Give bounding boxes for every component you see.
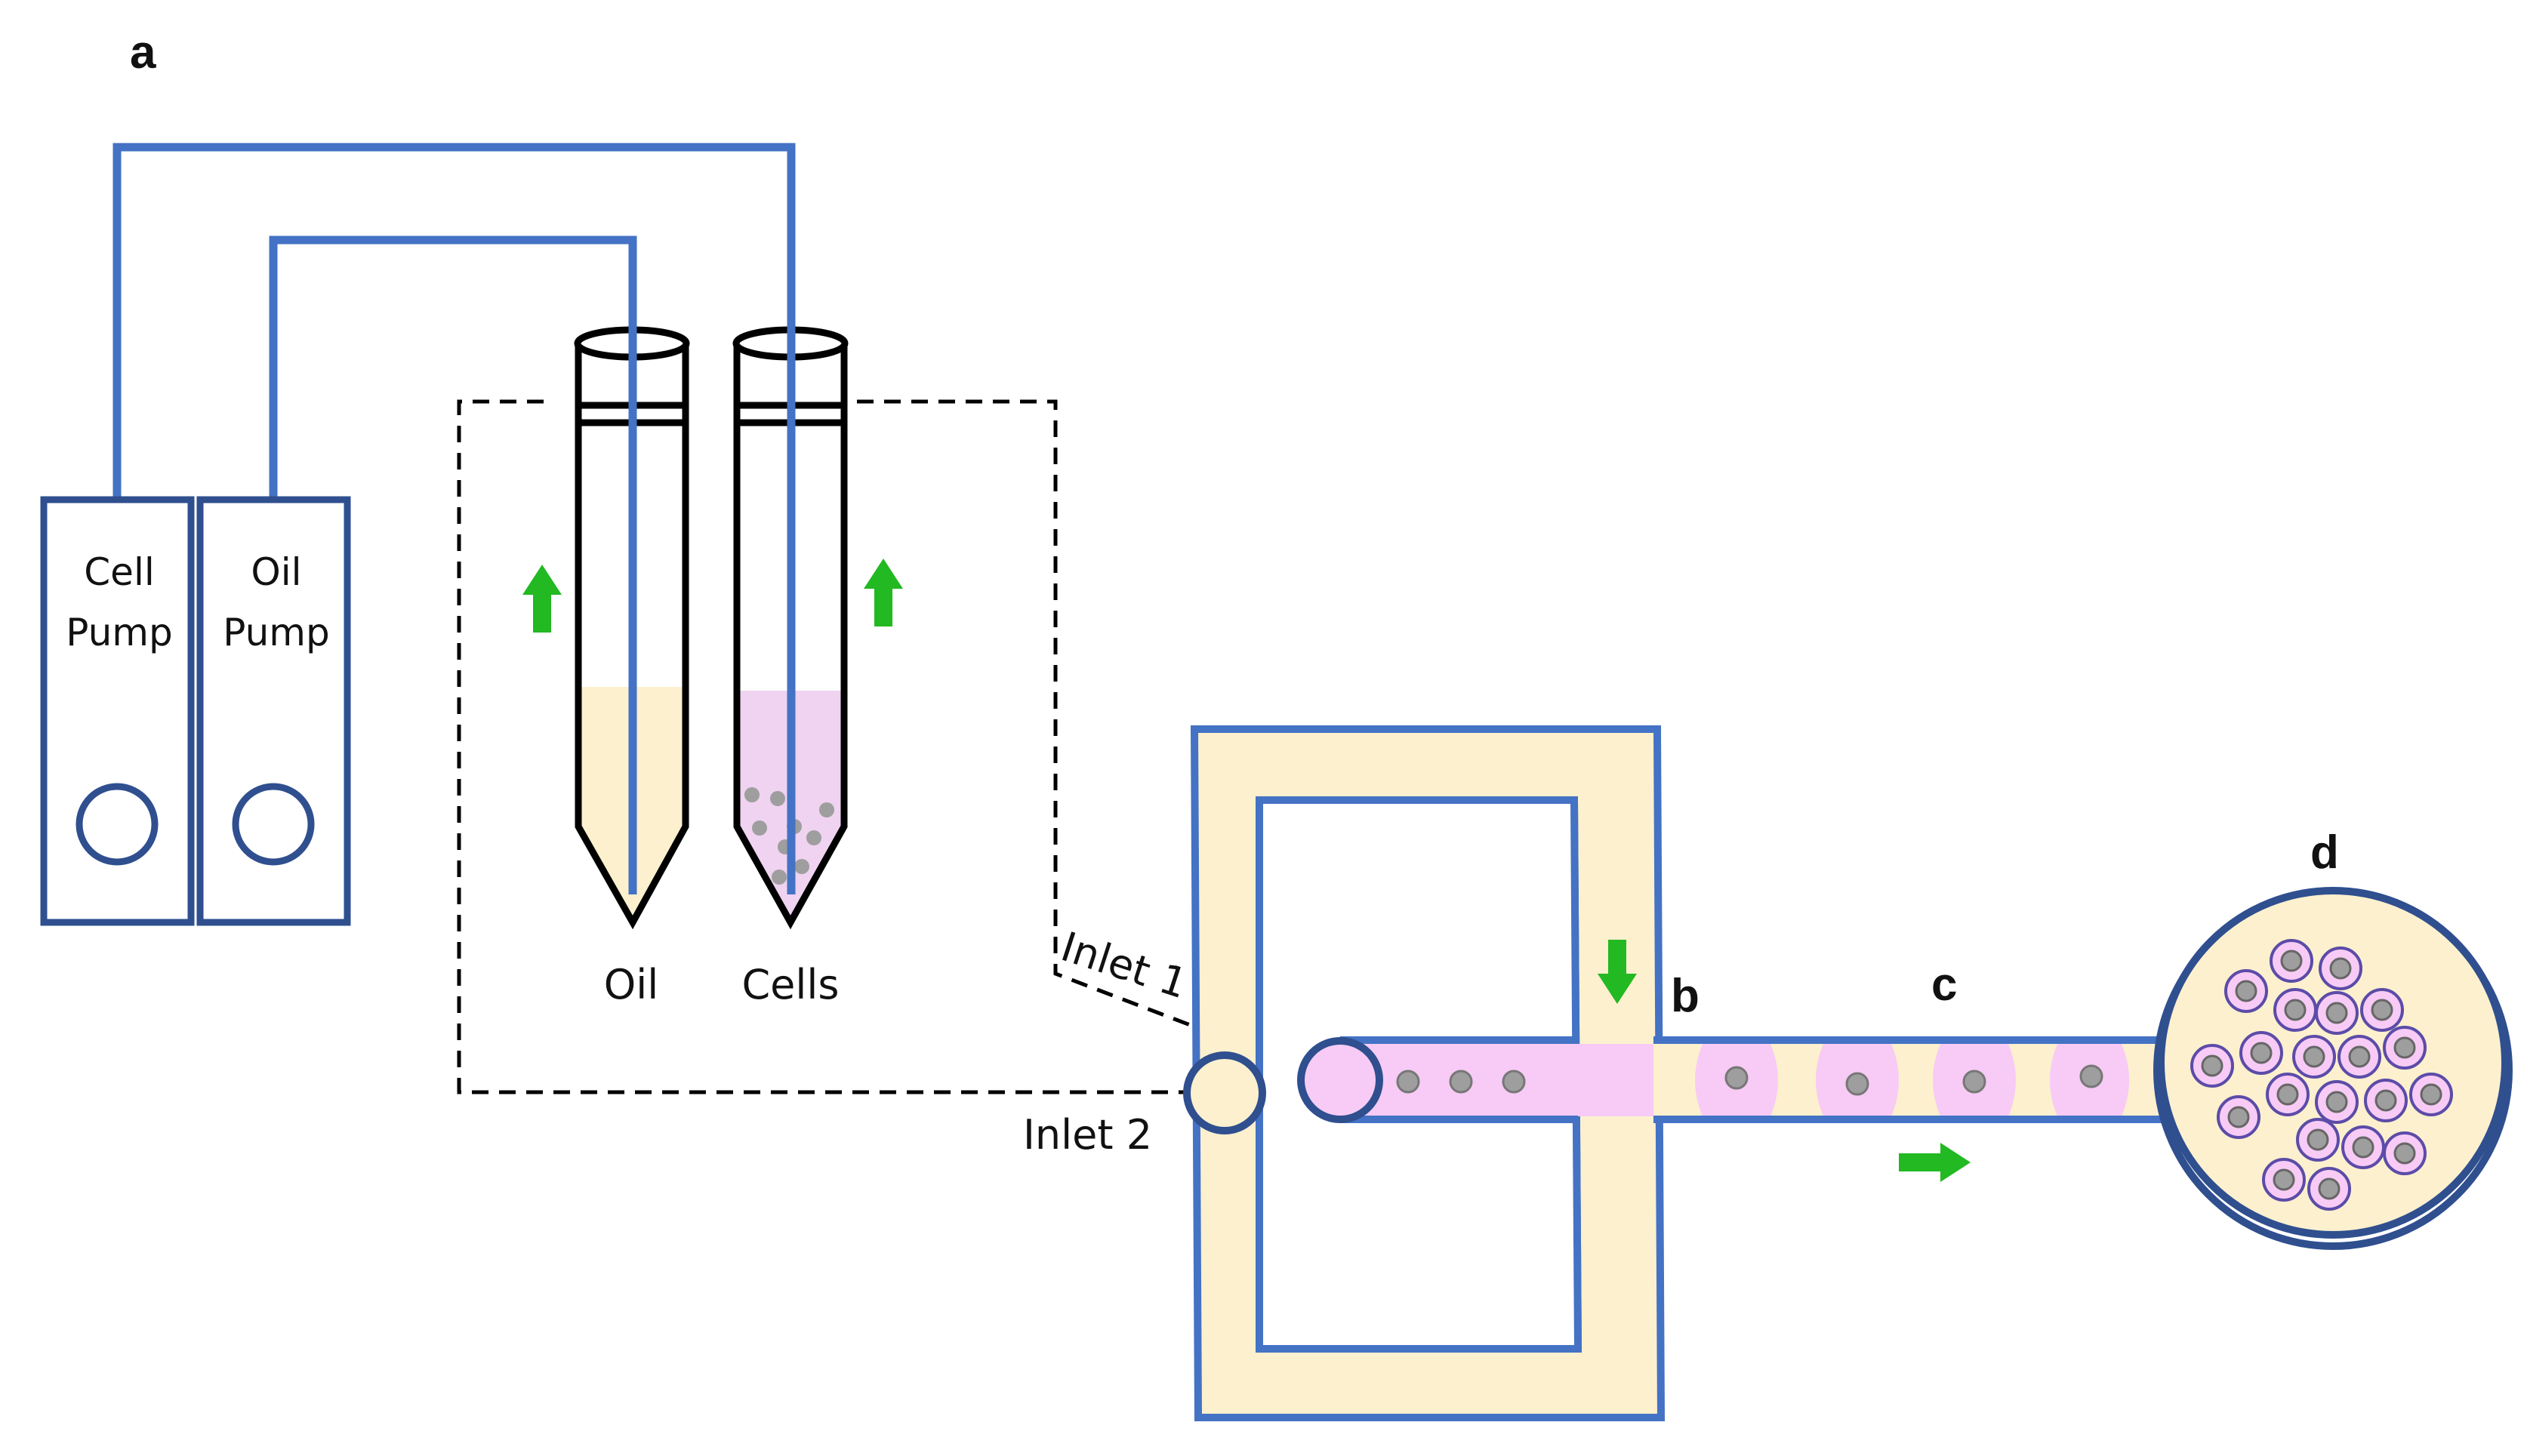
collected-droplet [2315, 991, 2359, 1035]
tube-cell [744, 787, 760, 802]
oil-up-arrow-icon [522, 565, 562, 633]
inlet1-label: Inlet 1 [1055, 922, 1193, 1008]
outlet-cells [1724, 1064, 2103, 1096]
tube-cell [752, 820, 767, 836]
tube-cell [770, 791, 785, 806]
channel-cell [1502, 1070, 1526, 1094]
oil-pump-label-line1: Oil [251, 550, 301, 594]
collected-droplet [2383, 1026, 2427, 1070]
green-up-arrows [522, 559, 903, 633]
cell-pump-label-line1: Cell [84, 550, 154, 594]
droplet-cell [2079, 1064, 2103, 1088]
microfluidic-chip [1183, 725, 1666, 1421]
outlet-channel [1653, 1036, 2174, 1123]
collected-droplet [2224, 969, 2268, 1013]
inlet2-label: Inlet 2 [1023, 1111, 1152, 1159]
tube-cell [772, 870, 787, 885]
collected-droplet [2319, 947, 2362, 990]
junction-right-segment [1578, 1044, 1653, 1116]
junction-cells [1396, 1070, 1526, 1094]
collected-droplet [2217, 1095, 2260, 1139]
channel-cell [1396, 1070, 1420, 1094]
oil-pump: Oil Pump [196, 496, 351, 926]
collected-droplet [2292, 1035, 2336, 1079]
channel-cell [1449, 1070, 1473, 1094]
collected-droplet [2409, 1073, 2453, 1116]
collected-droplet [2383, 1131, 2427, 1175]
collected-droplet [2337, 1035, 2381, 1079]
collection-dish [2153, 887, 2513, 1250]
panel-label-a: a [130, 26, 156, 78]
collected-droplet [2315, 1080, 2359, 1124]
cells-tube-outline [733, 346, 848, 930]
droplet-cell [1724, 1066, 1749, 1090]
collected-droplet [2273, 988, 2317, 1032]
tube-cell [806, 830, 821, 845]
inlet2-port [1183, 1051, 1266, 1134]
panel-label-d: d [2310, 827, 2339, 879]
droplet-cell [1845, 1072, 1869, 1096]
inlet2-dashed-line [457, 399, 1193, 1094]
inlet1-port [1297, 1037, 1383, 1123]
panel-label-b: b [1671, 970, 1700, 1022]
down-arrow-icon [1598, 940, 1637, 1004]
collected-droplet [2266, 1073, 2310, 1116]
collected-droplet [2262, 1158, 2306, 1202]
collected-droplet [2239, 1031, 2283, 1075]
panel-label-c: c [1931, 959, 1957, 1011]
cell-pump-label-line2: Pump [66, 611, 172, 654]
collected-droplet [2190, 1044, 2234, 1088]
cells-tube-label: Cells [741, 961, 839, 1008]
oil-tube-label: Oil [604, 961, 659, 1008]
cells-up-arrow-icon [864, 559, 903, 626]
green-flow-arrows [1598, 940, 1971, 1182]
collected-droplet [2307, 1167, 2351, 1211]
dish-droplets [2190, 939, 2453, 1211]
tube-cell [819, 802, 834, 817]
dashed-outlet-lines [457, 399, 1330, 1094]
droplet-cell [1962, 1070, 1986, 1094]
collected-droplet [2341, 1125, 2385, 1169]
oil-tube: Oil [574, 240, 690, 1008]
right-arrow-icon [1899, 1143, 1971, 1182]
oil-tube-outline [575, 346, 689, 930]
oil-pump-dial-icon [232, 783, 315, 866]
cell-pump-dial-icon [76, 783, 159, 866]
collected-droplet [2360, 988, 2404, 1032]
cells-tube: Cells [732, 147, 849, 1008]
collected-droplet [2364, 1079, 2408, 1122]
tube-cell [794, 859, 809, 874]
collected-droplet [2296, 1118, 2340, 1162]
collected-droplet [2270, 939, 2313, 983]
cell-pump: Cell Pump [40, 496, 195, 926]
oil-pump-label-line2: Pump [223, 611, 329, 654]
